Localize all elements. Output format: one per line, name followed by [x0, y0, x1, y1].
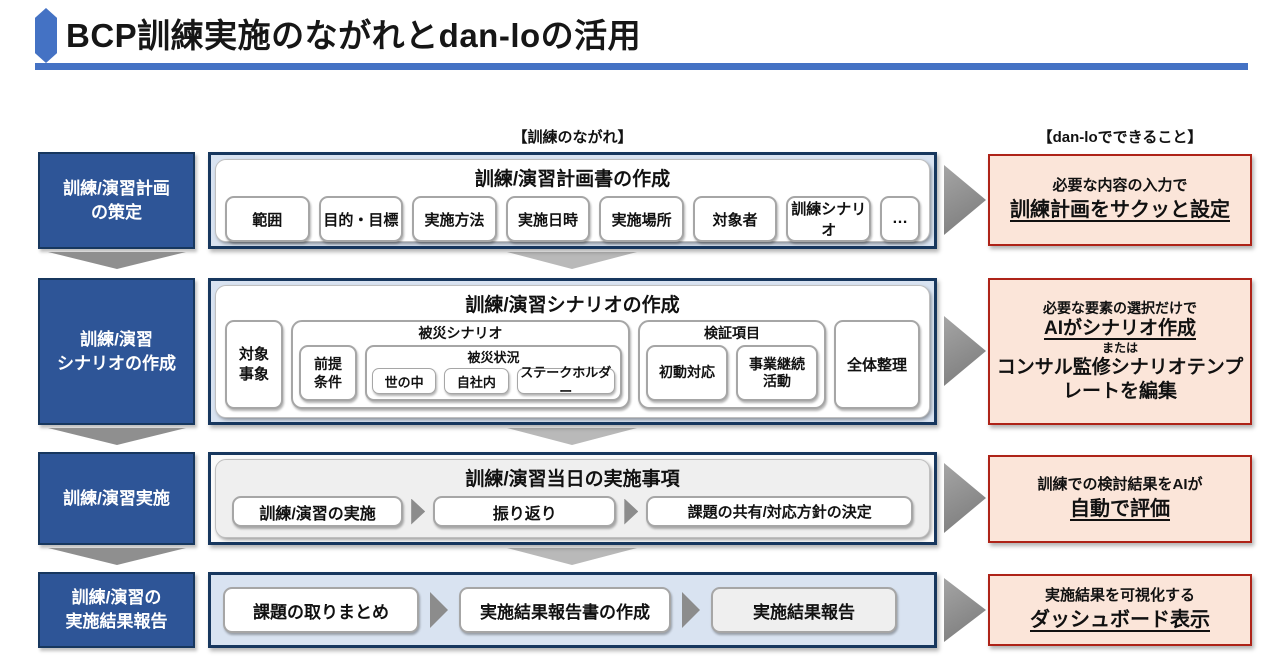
arrow-right-icon [944, 578, 986, 642]
execute-step: 振り返り [433, 496, 617, 527]
report-step: 課題の取りまとめ [223, 587, 419, 633]
stage-report: 訓練/演習の 実施結果報告 [38, 572, 195, 648]
premise-line2: 条件 [314, 374, 342, 390]
danlo-column-header: 【dan-loでできること】 [1037, 129, 1203, 146]
panel-report: 課題の取りまとめ 実施結果報告書の作成 実施結果報告 [208, 572, 937, 648]
plan-item: 範囲 [225, 196, 310, 242]
stage-report-line2: 実施結果報告 [65, 612, 168, 631]
benefit-dashboard-line2: ダッシュボード表示 [1030, 608, 1210, 631]
scenario-row: 対象 事象 被災シナリオ 前提 条件 被災状況 世の中 [216, 320, 929, 417]
panel-plan-title: 訓練/演習計画書の作成 [474, 169, 671, 190]
benefit-scenario-line4: コンサル監修シナリオテンプレートを編集 [996, 356, 1244, 402]
stage-plan: 訓練/演習計画 の策定 [38, 152, 195, 249]
panel-plan: 訓練/演習計画書の作成 範囲 目的・目標 実施方法 実施日時 実施場所 対象者 … [208, 152, 937, 249]
benefit-scenario-line2: AIがシナリオ作成 [1043, 318, 1196, 340]
chevron-down-icon [48, 548, 186, 565]
page-title: BCP訓練実施のながれとdan-loの活用 [66, 17, 642, 54]
situation-label: 被災状況 [467, 350, 520, 365]
situation-item: ステークホルダー [516, 365, 615, 399]
flow-column-header: 【訓練のながれ】 [512, 129, 633, 146]
panel-scenario-title: 訓練/演習シナリオの作成 [465, 295, 680, 316]
arrow-right-icon [682, 592, 700, 628]
plan-item-ellipsis: … [880, 196, 921, 242]
panel-scenario-inner: 訓練/演習シナリオの作成 対象 事象 被災シナリオ 前提 条件 被災状況 [215, 285, 930, 418]
verification-label: 検証項目 [704, 325, 760, 341]
situation-item: 自社内 [444, 368, 509, 394]
premise-line1: 前提 [314, 355, 342, 372]
stage-scenario-line2: シナリオの作成 [57, 353, 176, 373]
benefit-plan-line2: 訓練計画をサクッと設定 [1010, 198, 1230, 221]
panel-scenario: 訓練/演習シナリオの作成 対象 事象 被災シナリオ 前提 条件 被災状況 [208, 278, 937, 425]
stage-plan-line1: 訓練/演習計画 [63, 178, 170, 198]
situation-group: 被災状況 世の中 自社内 ステークホルダー [365, 345, 622, 401]
benefit-evaluate-line1: 訓練での検討結果をAIが [1037, 476, 1203, 494]
plan-item: 実施方法 [412, 196, 497, 242]
title-underline [35, 63, 1248, 70]
plan-item: 目的・目標 [318, 196, 404, 242]
stage-execute: 訓練/演習実施 [38, 452, 195, 545]
panel-plan-inner: 訓練/演習計画書の作成 範囲 目的・目標 実施方法 実施日時 実施場所 対象者 … [215, 159, 930, 242]
benefit-evaluate-line2: 自動で評価 [1070, 497, 1170, 520]
panel-execute-inner: 訓練/演習当日の実施事項 訓練/演習の実施 振り返り 課題の共有/対応方針の決定 [215, 459, 930, 538]
chevron-down-icon [507, 428, 637, 445]
benefit-plan: 必要な内容の入力で 訓練計画をサクッと設定 [988, 154, 1252, 246]
panel-execute-title: 訓練/演習当日の実施事項 [465, 469, 680, 490]
arrow-right-icon [430, 592, 448, 628]
benefit-dashboard-line1: 実施結果を可視化する [1044, 587, 1195, 605]
chevron-down-icon [507, 252, 637, 269]
stage-plan-line2: の策定 [91, 202, 142, 222]
stage-execute-line1: 訓練/演習実施 [63, 488, 170, 508]
report-step: 実施結果報告 [711, 587, 897, 633]
arrow-right-icon [944, 463, 986, 533]
report-steps-row: 課題の取りまとめ 実施結果報告書の作成 実施結果報告 [223, 585, 922, 635]
chevron-down-icon [507, 548, 637, 565]
premise-box: 前提 条件 [299, 345, 357, 401]
target-event-line2: 事象 [238, 365, 269, 383]
plan-items-row: 範囲 目的・目標 実施方法 実施日時 実施場所 対象者 訓練シナリオ … [216, 194, 929, 251]
disaster-scenario-label: 被災シナリオ [418, 325, 503, 341]
verification-item: 初動対応 [646, 345, 728, 401]
stage-report-line1: 訓練/演習の [71, 588, 162, 608]
disaster-scenario-body: 前提 条件 被災状況 世の中 自社内 ステークホルダー [299, 345, 622, 401]
plan-item: 訓練シナリオ [786, 196, 872, 242]
benefit-scenario-line1: 必要な要素の選択だけで [1043, 299, 1197, 316]
execute-step: 訓練/演習の実施 [232, 496, 404, 527]
arrow-right-icon [624, 498, 639, 525]
stage-scenario-line1: 訓練/演習 [80, 329, 153, 349]
report-step: 実施結果報告書の作成 [459, 587, 671, 633]
stage-scenario: 訓練/演習 シナリオの作成 [38, 278, 195, 425]
verification-item-line2: 活動 [763, 373, 791, 389]
target-event-line1: 対象 [238, 346, 269, 363]
benefit-scenario: 必要な要素の選択だけで AIがシナリオ作成 または コンサル監修シナリオテンプレ… [988, 278, 1252, 425]
plan-item: 実施日時 [505, 196, 591, 242]
verification-item: 事業継続 活動 [736, 345, 818, 401]
plan-item: 対象者 [692, 196, 778, 242]
execute-step: 課題の共有/対応方針の決定 [646, 496, 913, 527]
situation-body: 世の中 自社内 ステークホルダー [372, 365, 615, 399]
title-accent-icon [35, 8, 57, 63]
situation-item: 世の中 [372, 368, 437, 394]
verification-body: 初動対応 事業継続 活動 [646, 345, 818, 401]
verification-group: 検証項目 初動対応 事業継続 活動 [638, 320, 826, 409]
benefit-scenario-line3: または [1101, 340, 1138, 355]
disaster-scenario-group: 被災シナリオ 前提 条件 被災状況 世の中 自社内 ステークホルダー [291, 320, 630, 409]
verification-item-line1: 事業継続 [749, 355, 805, 372]
arrow-right-icon [944, 316, 986, 386]
overall-box: 全体整理 [834, 320, 920, 409]
chevron-down-icon [48, 428, 186, 445]
chevron-down-icon [48, 252, 186, 269]
arrow-right-icon [411, 498, 426, 525]
target-event-box: 対象 事象 [225, 320, 283, 409]
panel-execute: 訓練/演習当日の実施事項 訓練/演習の実施 振り返り 課題の共有/対応方針の決定 [208, 452, 937, 545]
arrow-right-icon [944, 165, 986, 235]
benefit-plan-line1: 必要な内容の入力で [1052, 177, 1188, 195]
execute-steps-row: 訓練/演習の実施 振り返り 課題の共有/対応方針の決定 [216, 494, 929, 537]
plan-item: 実施場所 [599, 196, 684, 242]
benefit-dashboard: 実施結果を可視化する ダッシュボード表示 [988, 574, 1252, 646]
benefit-evaluate: 訓練での検討結果をAIが 自動で評価 [988, 455, 1252, 543]
